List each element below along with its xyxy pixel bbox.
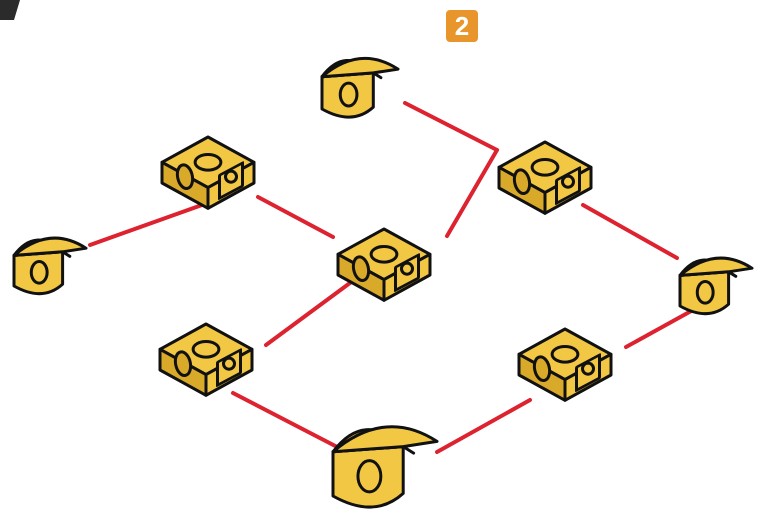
step-number-badge: 2 [446,10,478,42]
piece-quarter-round-left [12,236,88,296]
piece-cube-top-right [497,140,593,215]
connector-line-cube-bottom-right-to-quarter-round-right [624,308,695,349]
connector-line-cube-center-to-cube-bottom-left [264,278,356,347]
connector-line-quarter-round-top-to-cube-top-right [403,101,499,152]
piece-quarter-round-top [320,56,400,119]
pieces-layer [12,56,754,509]
connector-line-cube-left-to-cube-center [256,195,335,239]
connector-line-cube-top-right-to-quarter-round-right [581,203,679,260]
piece-cube-left [160,135,256,210]
connector-line-cube-top-right-to-cube-center [445,148,499,238]
piece-quarter-round-bottom [331,425,439,509]
connector-line-quarter-round-bottom-to-cube-bottom-right [435,398,532,454]
piece-cube-bottom-left [158,322,254,397]
connector-lines [88,101,695,454]
piece-cube-center [336,227,432,302]
piece-quarter-round-right [678,256,754,316]
corner-mark [0,0,20,20]
connector-line-cube-bottom-left-to-quarter-round-bottom [231,391,345,452]
piece-cube-bottom-right [517,327,613,402]
